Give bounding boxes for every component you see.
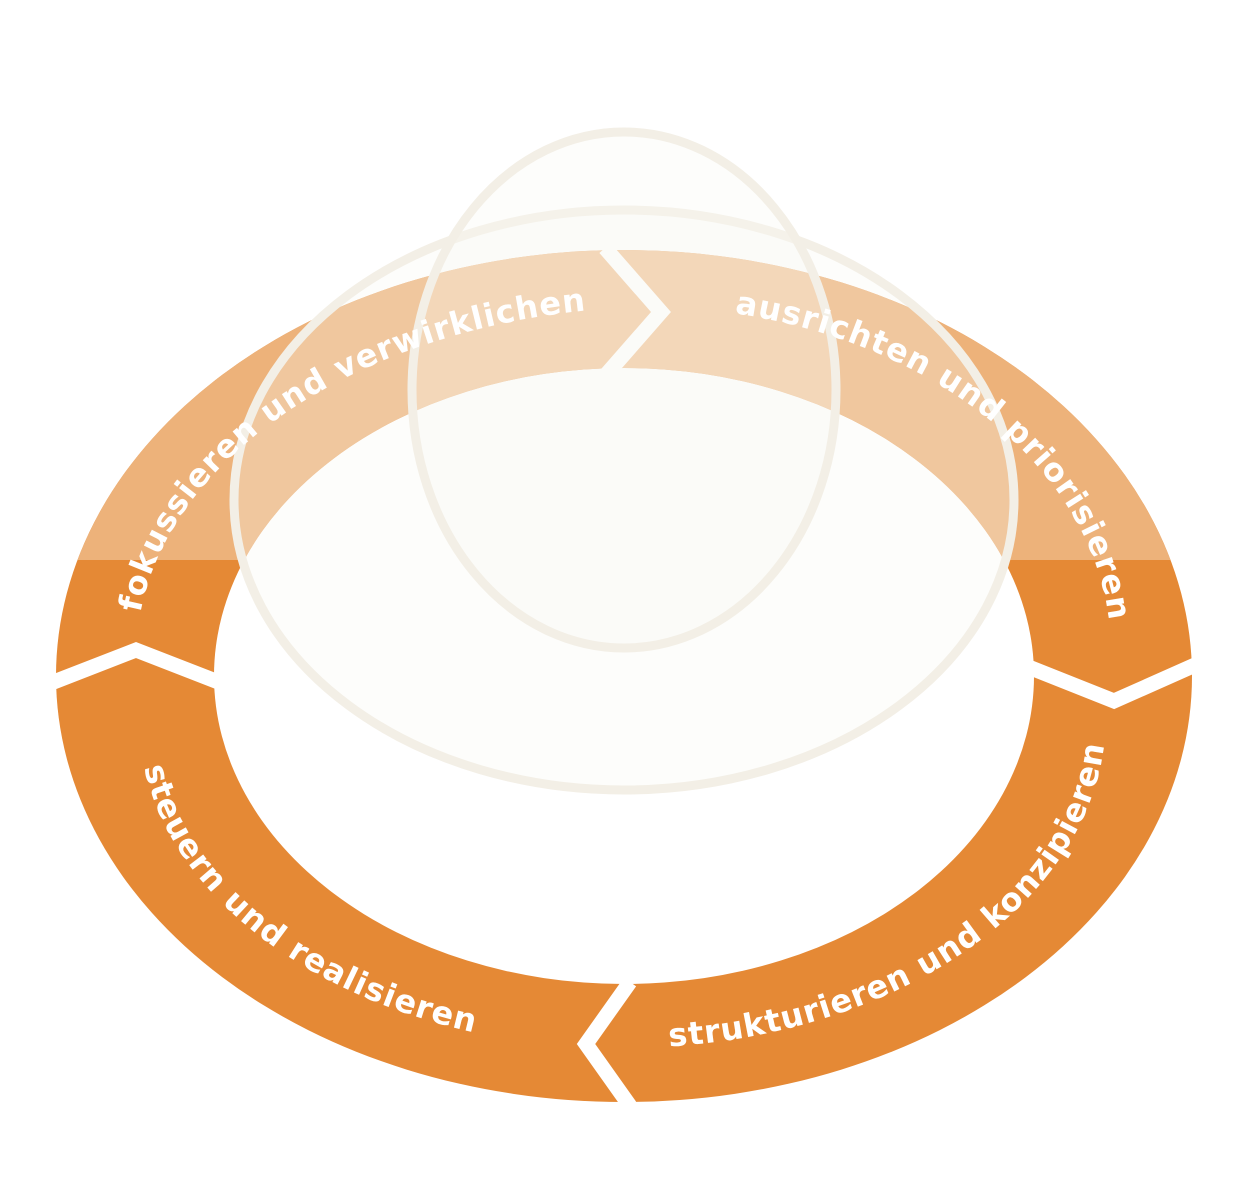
separator-top <box>599 243 671 381</box>
separator-right <box>1023 654 1208 710</box>
bubble-small <box>407 127 841 653</box>
separator-bottom <box>576 977 637 1111</box>
bubble-large <box>229 205 1019 795</box>
separator-left <box>43 641 229 692</box>
cycle-ring-top-band <box>77 250 1171 560</box>
